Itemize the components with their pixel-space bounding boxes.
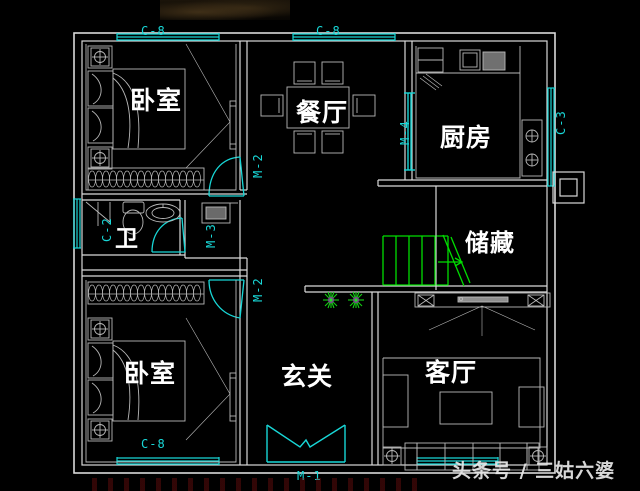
plant-icon bbox=[322, 291, 340, 309]
room-label-foyer: 玄关 bbox=[281, 362, 334, 391]
washer-closet bbox=[201, 202, 238, 224]
outlet-icon bbox=[382, 446, 402, 466]
structural-column bbox=[552, 171, 585, 204]
kitchen-fittings bbox=[415, 46, 543, 179]
interior-walls bbox=[82, 41, 547, 465]
door-m2-lower bbox=[208, 279, 245, 319]
outlet-icon bbox=[90, 148, 110, 168]
tag-window-c2-left: C-2 bbox=[100, 217, 114, 242]
outlet-icon bbox=[90, 319, 110, 339]
tag-door-m1-entry: M-1 bbox=[297, 469, 322, 483]
bathroom-fixtures bbox=[85, 201, 181, 235]
tag-window-c3-right: C-3 bbox=[554, 110, 568, 135]
tag-window-c8-top-left: C-8 bbox=[141, 24, 166, 38]
staircase bbox=[382, 234, 471, 287]
room-label-bedroom-top: 卧室 bbox=[130, 86, 183, 115]
door-m4-kitchen bbox=[404, 92, 415, 171]
room-label-bathroom: 卫 bbox=[115, 226, 139, 252]
outlet-icon bbox=[90, 47, 110, 67]
tag-window-c8-top-right: C-8 bbox=[316, 24, 341, 38]
room-label-living: 客厅 bbox=[425, 358, 478, 387]
tag-door-m4-kitchen: M-4 bbox=[398, 120, 412, 145]
plant-icon bbox=[347, 291, 365, 309]
exterior-walls bbox=[73, 32, 556, 474]
bedroom-top-furniture bbox=[85, 43, 237, 191]
door-m1-entry bbox=[266, 424, 346, 463]
window-c3-right bbox=[547, 87, 555, 187]
room-label-storage: 储藏 bbox=[465, 229, 515, 257]
room-label-bedroom-bottom: 卧室 bbox=[124, 359, 177, 388]
dining-set bbox=[260, 61, 376, 154]
top-image-artifact bbox=[160, 0, 290, 20]
watermark-text: 头条号 / 三姑六婆 bbox=[452, 460, 616, 482]
tag-door-m2-upper: M-2 bbox=[251, 153, 265, 178]
window-c8-top-right bbox=[292, 33, 396, 41]
tv-console bbox=[414, 292, 551, 336]
window-c8-bottom-left bbox=[116, 457, 220, 465]
room-label-kitchen: 厨房 bbox=[440, 123, 493, 152]
window-c2-left bbox=[73, 198, 81, 249]
tag-door-m2-lower: M-2 bbox=[251, 277, 265, 302]
tag-window-c8-bottom-left: C-8 bbox=[141, 437, 166, 451]
outlet-icon bbox=[90, 420, 110, 440]
bedroom-bottom-furniture bbox=[85, 280, 237, 463]
room-label-dining: 餐厅 bbox=[296, 98, 349, 127]
door-m3-bath bbox=[151, 217, 186, 253]
living-room-furniture bbox=[382, 357, 545, 471]
tag-door-m3-bath: M-3 bbox=[204, 223, 218, 248]
bottom-image-artifact bbox=[92, 478, 422, 491]
window-living-bottom bbox=[416, 457, 499, 465]
window-c8-top-left bbox=[116, 33, 220, 41]
